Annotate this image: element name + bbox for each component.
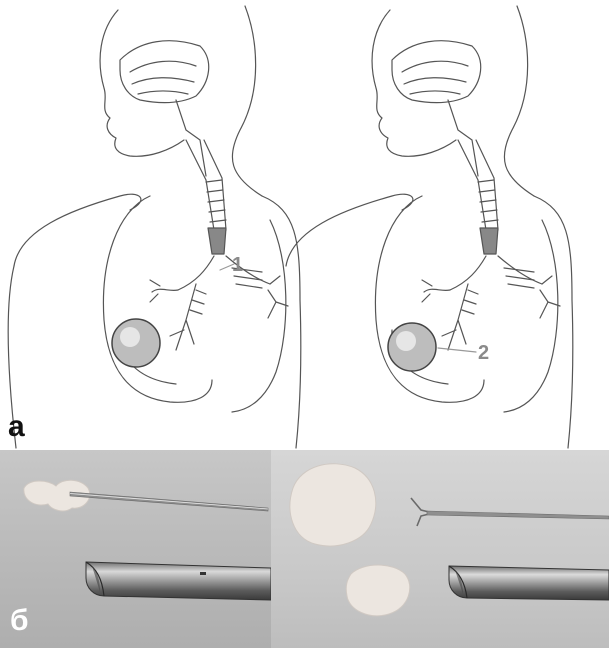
right-airway-figure xyxy=(286,6,573,448)
airway-diagrams xyxy=(0,0,609,450)
photo-panel-left: б xyxy=(0,450,271,648)
panel-label-a: а xyxy=(8,412,25,442)
marker-label-2: 2 xyxy=(478,343,489,363)
diagram-panel-a: 1 2 а xyxy=(0,0,609,450)
marker-label-1: 1 xyxy=(232,255,243,275)
tissue-sample-large xyxy=(290,464,376,546)
photo-panel-right xyxy=(271,450,609,648)
instrument-photo-left xyxy=(0,450,271,648)
tissue-sample-small xyxy=(346,565,410,616)
panel-label-b: б xyxy=(10,606,29,636)
forceps-jaws xyxy=(411,498,429,526)
forceps-shaft-right xyxy=(427,511,609,519)
bronchoscope-tube xyxy=(86,562,271,600)
bronchoscope-tube-right xyxy=(449,566,609,600)
instrument-photo-right xyxy=(271,450,609,648)
left-airway-figure xyxy=(8,6,301,448)
